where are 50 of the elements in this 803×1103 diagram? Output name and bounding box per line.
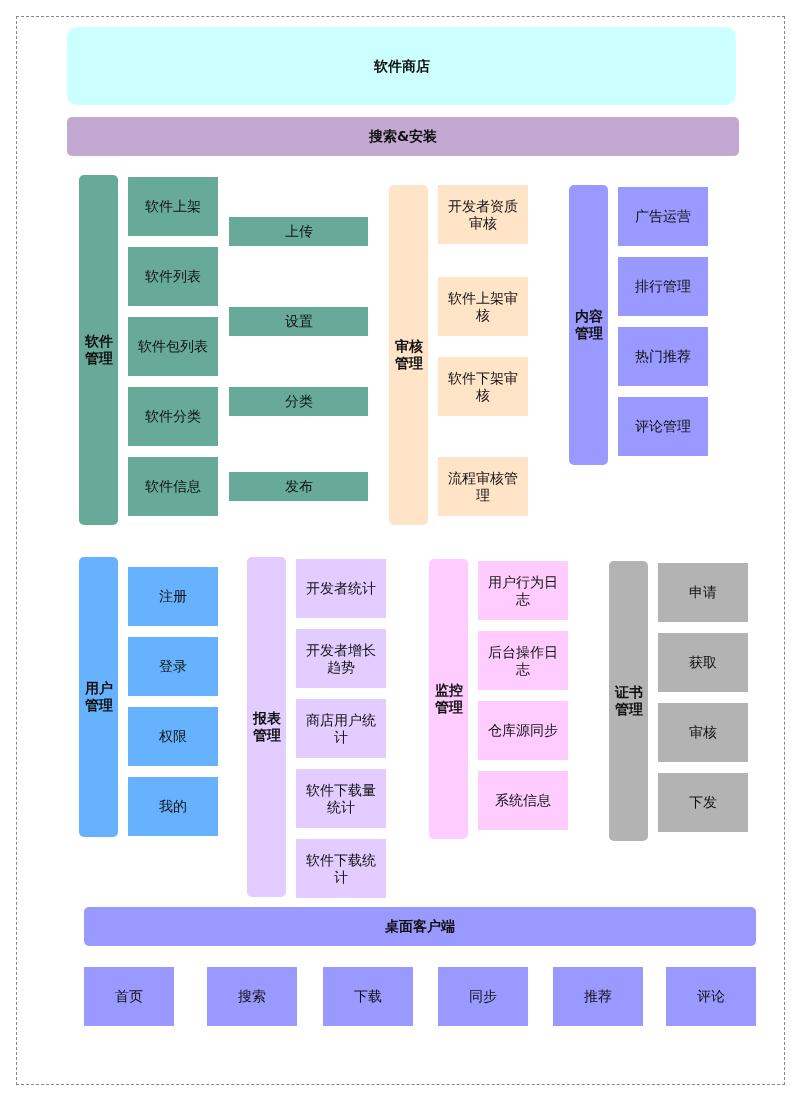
module-box: 仓库源同步 — [478, 701, 568, 760]
module-box: 登录 — [128, 637, 218, 696]
module-box: 上传 — [229, 217, 368, 246]
module-box: 软件下载统计 — [296, 839, 386, 898]
module-box: 软件包列表 — [128, 317, 218, 376]
category-bar: 监控管理 — [429, 559, 468, 839]
module-box: 申请 — [658, 563, 748, 622]
module-box: 下载 — [323, 967, 413, 1026]
category-bar: 软件管理 — [79, 175, 118, 525]
module-box: 发布 — [229, 472, 368, 501]
module-box: 权限 — [128, 707, 218, 766]
category-bar: 审核管理 — [389, 185, 428, 525]
category-bar: 用户管理 — [79, 557, 118, 837]
section-bar: 桌面客户端 — [84, 907, 756, 946]
module-box: 热门推荐 — [618, 327, 708, 386]
module-box: 软件信息 — [128, 457, 218, 516]
title-banner: 软件商店 — [67, 27, 736, 105]
module-box: 评论管理 — [618, 397, 708, 456]
module-box: 广告运营 — [618, 187, 708, 246]
module-box: 我的 — [128, 777, 218, 836]
module-box: 下发 — [658, 773, 748, 832]
module-box: 分类 — [229, 387, 368, 416]
module-box: 软件上架审核 — [438, 277, 528, 336]
module-box: 设置 — [229, 307, 368, 336]
module-box: 后台操作日志 — [478, 631, 568, 690]
section-bar: 搜索&安装 — [67, 117, 739, 156]
module-box: 系统信息 — [478, 771, 568, 830]
module-box: 评论 — [666, 967, 756, 1026]
module-box: 同步 — [438, 967, 528, 1026]
module-box: 推荐 — [553, 967, 643, 1026]
module-box: 排行管理 — [618, 257, 708, 316]
module-box: 注册 — [128, 567, 218, 626]
module-box: 首页 — [84, 967, 174, 1026]
module-box: 软件分类 — [128, 387, 218, 446]
category-bar: 内容管理 — [569, 185, 608, 465]
module-box: 流程审核管理 — [438, 457, 528, 516]
module-box: 软件列表 — [128, 247, 218, 306]
module-box: 搜索 — [207, 967, 297, 1026]
module-box: 软件下架审核 — [438, 357, 528, 416]
module-box: 商店用户统计 — [296, 699, 386, 758]
category-bar: 证书管理 — [609, 561, 648, 841]
module-box: 开发者统计 — [296, 559, 386, 618]
module-box: 软件上架 — [128, 177, 218, 236]
module-box: 开发者资质审核 — [438, 185, 528, 244]
module-box: 软件下载量统计 — [296, 769, 386, 828]
module-box: 用户行为日志 — [478, 561, 568, 620]
module-box: 获取 — [658, 633, 748, 692]
module-box: 审核 — [658, 703, 748, 762]
category-bar: 报表管理 — [247, 557, 286, 897]
module-box: 开发者增长趋势 — [296, 629, 386, 688]
